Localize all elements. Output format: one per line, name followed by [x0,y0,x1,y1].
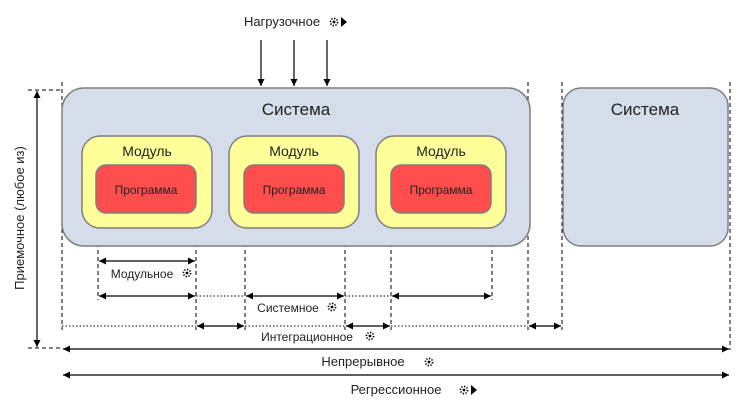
dotted-guides [62,295,528,327]
modular-testing-label: Модульное [111,267,174,281]
gear-icon [424,357,434,367]
system-main-title: Система [262,100,331,119]
gear-icon [459,385,469,395]
load-arrows [257,40,331,86]
play-icon [341,17,347,27]
modular-arrows [99,257,491,300]
gear-icon [329,17,339,27]
system-testing-label: Системное [257,301,319,315]
gear-icon [365,331,375,341]
gear-icon [182,268,192,278]
program-2-box [243,164,345,214]
module-1-title: Модуль [122,143,172,159]
system-secondary-box [562,87,729,247]
program-1-label: Программа [115,183,178,197]
dashed-guides [28,82,731,350]
program-1-box [95,164,197,214]
system-secondary-title: Система [611,100,680,119]
continuous-testing-label: Непрерывное [321,354,404,369]
regression-testing-label: Регрессионное [351,382,442,397]
load-testing-label: Нагрузочное [244,14,320,29]
module-3-title: Модуль [416,143,466,159]
integration-testing-label: Интеграционное [261,330,353,344]
program-2-label: Программа [263,183,326,197]
acceptance-testing-label: Приемочное (любое из) [12,146,27,290]
program-3-box [390,164,492,214]
module-2-title: Модуль [269,143,319,159]
play-icon [471,385,477,395]
program-3-label: Программа [410,183,473,197]
gear-icon [327,302,337,312]
